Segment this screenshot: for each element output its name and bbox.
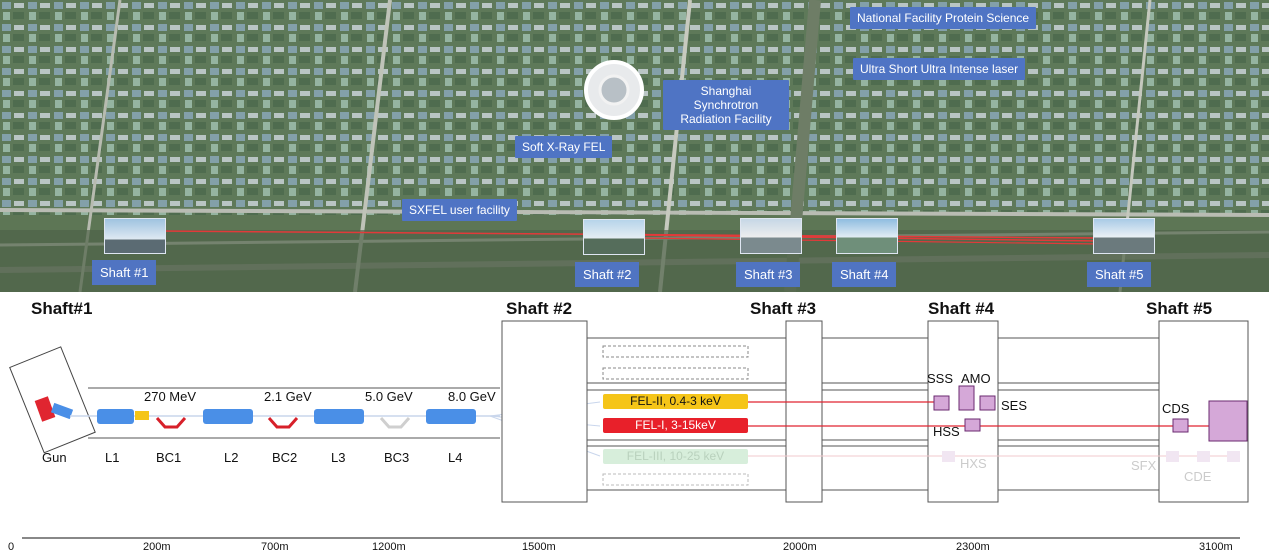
component-bc2: BC2 — [272, 450, 298, 465]
shaft-5-photo — [1093, 218, 1155, 254]
station-cds: CDS — [1162, 401, 1190, 416]
callout-ultra-short-laser: Ultra Short Ultra Intense laser — [853, 58, 1026, 80]
scale-tick-1200m: 1200m — [372, 541, 406, 553]
station-sss: SSS — [927, 371, 954, 386]
scale-tick-3100m: 3100m — [1199, 541, 1233, 553]
component-bc1: BC1 — [156, 450, 182, 465]
shaft-2-badge: Shaft #2 — [575, 262, 640, 287]
scale-tick-700m: 700m — [261, 541, 289, 553]
component-l3: L3 — [331, 450, 346, 465]
shaft-4-photo — [836, 218, 898, 254]
callout-soft-xray-fel: Soft X-Ray FEL — [515, 136, 613, 158]
station-ses: SES — [1001, 398, 1028, 413]
callout-npsf: National Facility Protein Science — [850, 7, 1037, 29]
aerial-map — [0, 0, 1269, 292]
station-hss: HSS — [933, 424, 960, 439]
component-l4: L4 — [448, 450, 463, 465]
energy-label-3: 5.0 GeV — [365, 389, 413, 404]
schematic-shaft-4-title: Shaft #4 — [928, 299, 995, 318]
station-cde: CDE — [1184, 469, 1212, 484]
shaft-4-badge: Shaft #4 — [832, 262, 897, 287]
scale-tick-1500m: 1500m — [522, 541, 556, 553]
station-amo: AMO — [961, 371, 991, 386]
component-l2: L2 — [224, 450, 239, 465]
callout-sxfel-user-facility: SXFEL user facility — [402, 199, 517, 221]
schematic-shaft-2-title: Shaft #2 — [506, 299, 573, 318]
component-bc3: BC3 — [384, 450, 410, 465]
schematic-shaft-3-title: Shaft #3 — [750, 299, 817, 318]
component-l1: L1 — [105, 450, 120, 465]
scale-tick-2000m: 2000m — [783, 541, 817, 553]
beamline-fel-i: FEL-I, 3-15keV — [603, 418, 748, 433]
shaft-2-photo — [583, 219, 645, 255]
station-hxs: HXS — [960, 456, 987, 471]
scale-tick-200m: 200m — [143, 541, 171, 553]
beamline-fel-iii: FEL-III, 10-25 keV — [603, 449, 748, 464]
aerial-photo: National Facility Protein Science Ultra … — [0, 0, 1269, 292]
schematic-shaft-5-title: Shaft #5 — [1146, 299, 1213, 318]
energy-label-1: 270 MeV — [144, 389, 197, 404]
schematic-shaft-1-title: Shaft#1 — [31, 299, 93, 318]
shaft-1-badge: Shaft #1 — [92, 260, 157, 285]
energy-label-2: 2.1 GeV — [264, 389, 312, 404]
beamline-fel-ii: FEL-II, 0.4-3 keV — [603, 394, 748, 409]
shaft-1-photo — [104, 218, 166, 254]
scale-tick-2300m: 2300m — [956, 541, 990, 553]
callout-ssrf: Shanghai Synchrotron Radiation Facility — [663, 80, 789, 130]
shaft-3-badge: Shaft #3 — [736, 262, 801, 287]
shaft-5-badge: Shaft #5 — [1087, 262, 1152, 287]
component-gun: Gun — [42, 450, 67, 465]
energy-label-4: 8.0 GeV — [448, 389, 496, 404]
schematic-drawing — [9, 320, 1249, 539]
shaft-3-photo — [740, 218, 802, 254]
scale-tick-0: 0 — [8, 541, 15, 553]
facility-schematic: Shaft#1 Shaft #2 Shaft #3 Shaft #4 Shaft… — [0, 292, 1269, 556]
station-sfx: SFX — [1131, 458, 1157, 473]
